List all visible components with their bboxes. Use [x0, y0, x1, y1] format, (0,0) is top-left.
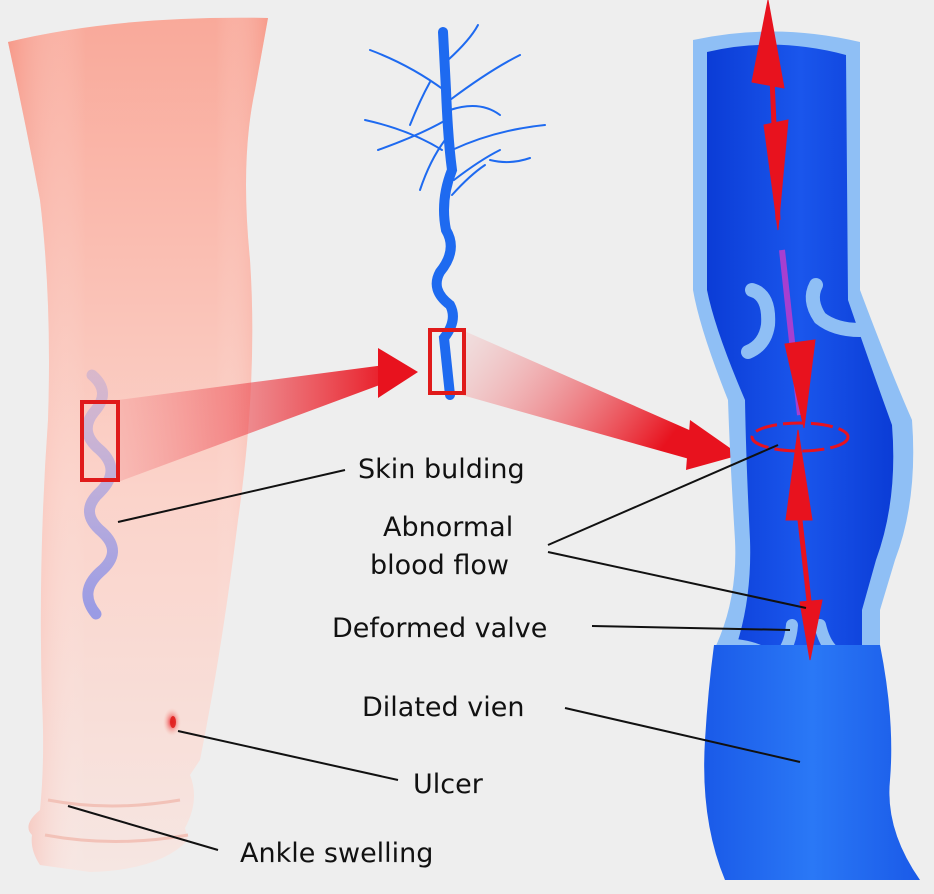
vein-branch-right-2 [450, 55, 520, 100]
dilated-vein-illustration [693, 0, 920, 880]
vein-branch-right-3 [450, 106, 500, 115]
label-ulcer: Ulcer [413, 769, 484, 800]
vein-branch-left-1 [370, 50, 444, 90]
magnify-beam-2 [462, 330, 712, 462]
label-abnormal-line2: blood flow [370, 550, 509, 581]
vein-branch-left-2 [410, 82, 430, 125]
label-ankle-swelling: Ankle swelling [240, 838, 433, 869]
leader-ulcer [178, 731, 398, 780]
vein-branch-right-1 [448, 25, 478, 60]
vein-branch-left-4 [420, 140, 445, 190]
label-skin-bulging: Skin bulding [358, 454, 525, 485]
vein-branch-right-4 [452, 125, 545, 150]
vein-foot [704, 645, 920, 880]
vein-branch-left-5 [365, 120, 442, 150]
vein-branch-right-5 [454, 150, 500, 180]
ulcer-core [170, 716, 176, 728]
vein-branch-right-6 [490, 158, 530, 162]
magnify-beam-1-head [378, 348, 418, 398]
label-deformed-valve: Deformed valve [332, 613, 547, 644]
label-abnormal-line1: Abnormal [383, 512, 513, 543]
vein-tree-illustration [365, 25, 545, 395]
label-dilated-vein: Dilated vien [362, 692, 524, 723]
